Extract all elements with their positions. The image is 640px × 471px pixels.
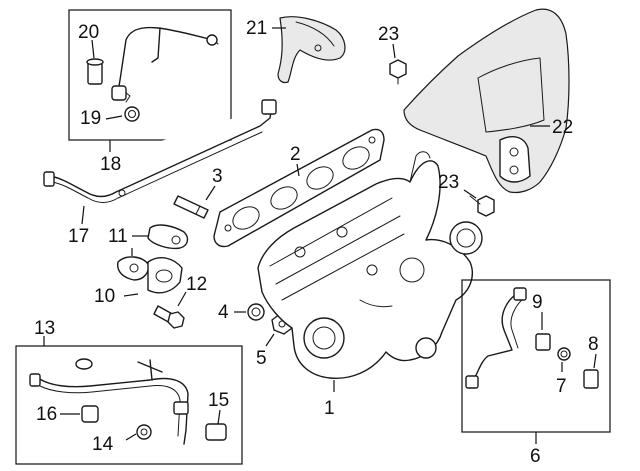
plug-icon bbox=[205, 423, 227, 441]
callout-13: 13 bbox=[34, 318, 55, 339]
connector-icon bbox=[81, 405, 99, 423]
banjo-bolt-icon bbox=[583, 369, 599, 389]
bolt-icon bbox=[153, 305, 185, 329]
callout-2: 2 bbox=[290, 144, 301, 165]
callout-20: 20 bbox=[78, 22, 99, 43]
callout-14: 14 bbox=[92, 434, 114, 455]
callout-6: 6 bbox=[530, 446, 541, 467]
callout-17: 17 bbox=[68, 226, 89, 247]
banjo-bolt-icon bbox=[86, 58, 104, 85]
callout-9: 9 bbox=[532, 292, 543, 313]
coolant-pipe-icon bbox=[29, 359, 189, 445]
clip-icon bbox=[75, 358, 93, 370]
washer-icon bbox=[247, 303, 265, 321]
callout-1: 1 bbox=[324, 398, 335, 419]
stud-icon bbox=[173, 195, 209, 219]
callout-11: 11 bbox=[108, 226, 128, 247]
callout-4: 4 bbox=[218, 302, 229, 323]
callout-15: 15 bbox=[208, 390, 229, 411]
bolt-icon bbox=[469, 195, 495, 217]
turbo-heat-shield-icon bbox=[277, 16, 346, 84]
manifold-gasket-icon bbox=[213, 128, 385, 248]
callout-21: 21 bbox=[246, 18, 267, 39]
callout-7: 7 bbox=[556, 376, 567, 397]
callout-10: 10 bbox=[94, 286, 115, 307]
callout-12: 12 bbox=[186, 274, 207, 295]
drain-tube-icon bbox=[147, 257, 183, 294]
gasket-icon bbox=[117, 256, 150, 281]
turbocharger-exhaust-manifold-icon bbox=[257, 151, 483, 379]
sealing-ring-icon bbox=[136, 424, 152, 440]
exhaust-manifold-heat-shield-icon bbox=[403, 8, 570, 194]
sealing-washer-icon bbox=[124, 106, 140, 122]
callout-23-top: 23 bbox=[378, 24, 399, 45]
callout-19: 19 bbox=[80, 108, 101, 129]
callout-23-mid: 23 bbox=[438, 172, 459, 193]
callout-18: 18 bbox=[100, 154, 121, 175]
sealing-washer-icon bbox=[557, 347, 571, 361]
kit-box-18 bbox=[68, 9, 232, 141]
oil-feed-tube-icon bbox=[465, 287, 527, 389]
callout-22: 22 bbox=[552, 117, 573, 138]
oil-feed-line-icon bbox=[111, 26, 219, 103]
callout-8: 8 bbox=[588, 334, 599, 355]
callout-3: 3 bbox=[212, 166, 223, 187]
bolt-icon bbox=[389, 59, 407, 85]
kit-box-13 bbox=[15, 345, 243, 465]
gasket-icon bbox=[147, 224, 189, 250]
callout-16: 16 bbox=[36, 404, 57, 425]
callout-5: 5 bbox=[256, 348, 267, 369]
banjo-bolt-icon bbox=[535, 333, 551, 351]
oil-line-icon bbox=[43, 99, 277, 203]
